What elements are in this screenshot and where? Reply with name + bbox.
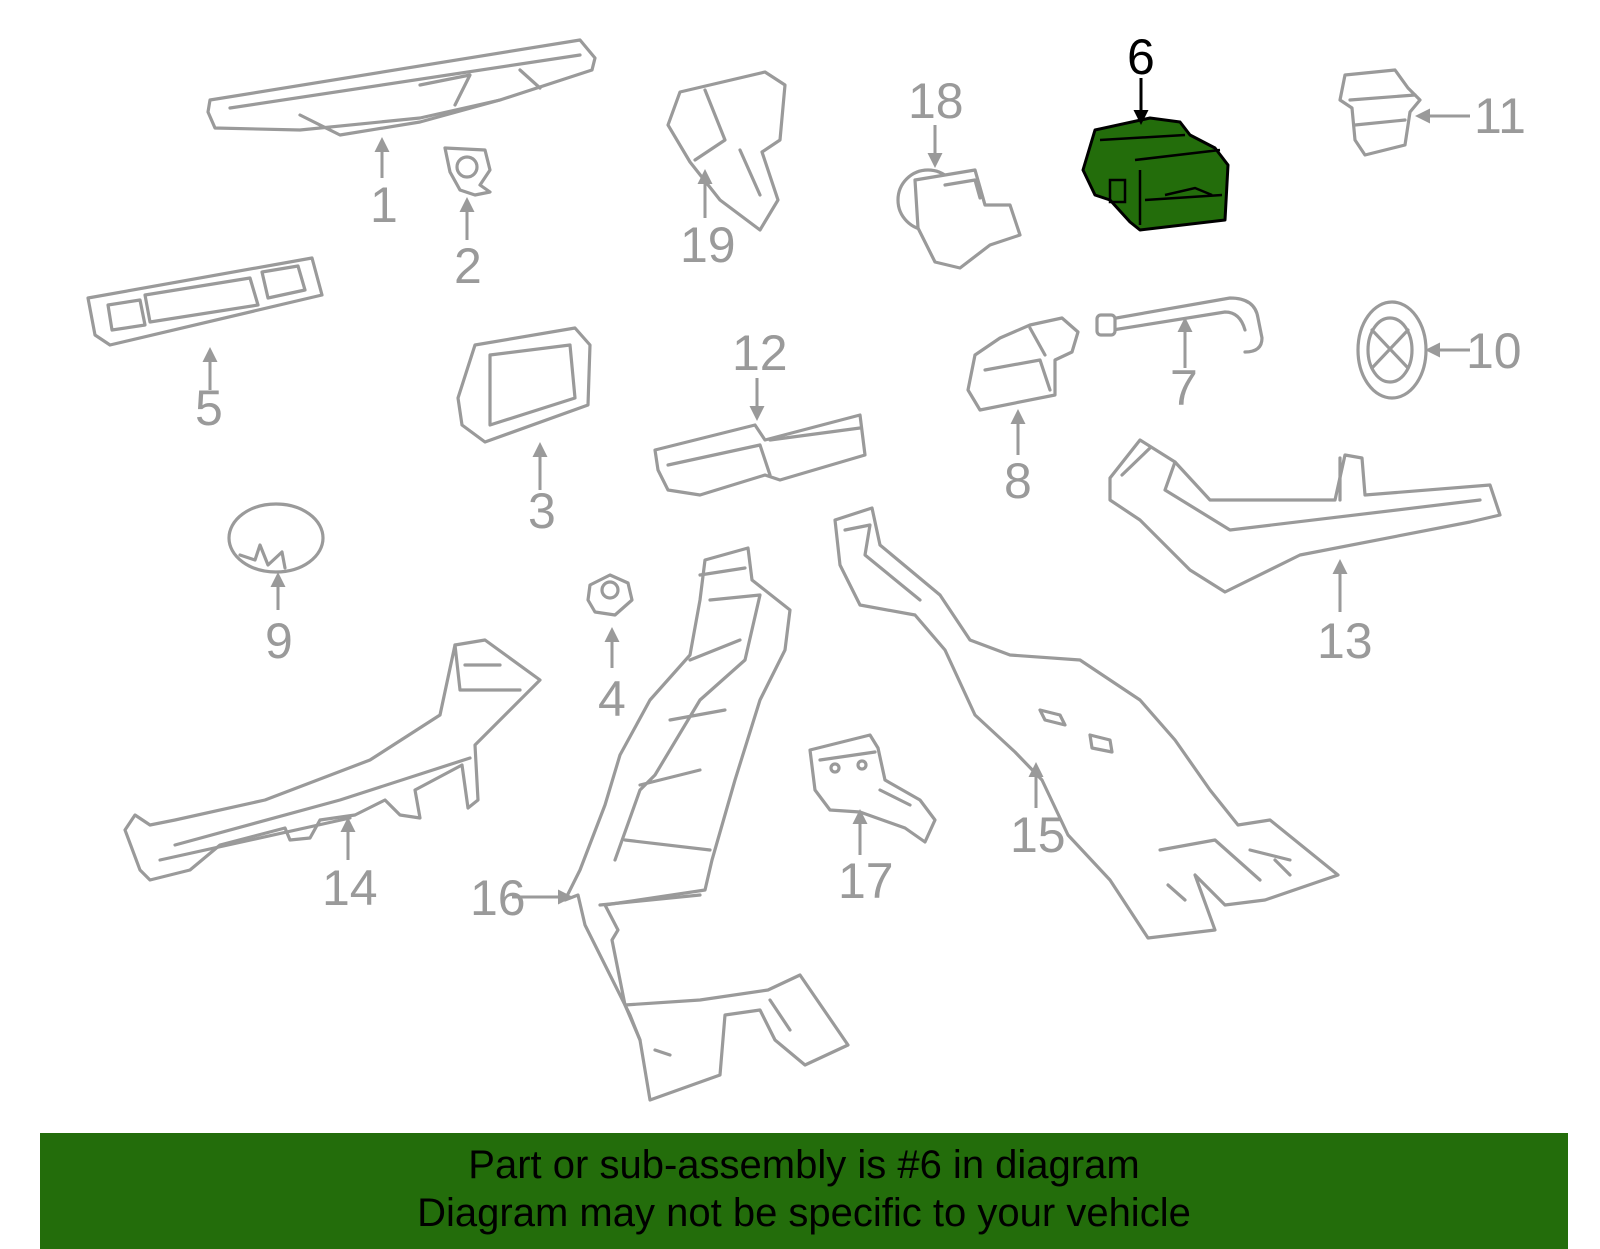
callout-8: 8 [1004,453,1032,509]
callout-16: 16 [470,870,526,926]
part-3[interactable]: 3 [456,326,592,539]
part-12[interactable]: 12 [653,325,867,497]
part-16[interactable]: 16 [470,546,850,1102]
callout-2: 2 [454,238,482,294]
callout-5: 5 [195,380,223,436]
info-banner: Part or sub-assembly is #6 in diagram Di… [40,1133,1568,1249]
callout-9: 9 [265,613,293,669]
part-13[interactable]: 13 [1108,438,1502,669]
callout-19: 19 [680,217,736,273]
part-7[interactable]: 7 [1095,296,1264,416]
part-11[interactable]: 11 [1338,68,1526,157]
part-17[interactable]: 17 [808,733,937,909]
part-8[interactable]: 8 [966,316,1080,509]
part-2[interactable]: 2 [443,146,492,294]
callout-10: 10 [1466,323,1522,379]
part-15[interactable]: 15 [833,506,1340,940]
callout-7: 7 [1170,360,1198,416]
parts-diagram: 1 2 5 3 9 4 19 [86,29,1526,1102]
callout-11: 11 [1474,88,1526,144]
part-14[interactable]: 14 [123,638,542,916]
part-10[interactable]: 10 [1356,300,1522,400]
callout-6: 6 [1127,29,1155,85]
callout-18: 18 [908,73,964,129]
callout-4: 4 [598,671,626,727]
callout-13: 13 [1317,613,1373,669]
banner-line-2: Diagram may not be specific to your vehi… [417,1191,1191,1235]
part-18[interactable]: 18 [896,73,1022,270]
callout-12: 12 [732,325,788,381]
callout-15: 15 [1010,807,1066,863]
callout-17: 17 [838,853,894,909]
part-9[interactable]: 9 [227,502,325,669]
banner-line-1: Part or sub-assembly is #6 in diagram [468,1143,1140,1187]
part-6-highlighted[interactable]: 6 [1081,29,1230,232]
part-4[interactable]: 4 [586,573,634,727]
part-19[interactable]: 19 [666,70,787,273]
part-5[interactable]: 5 [86,256,324,436]
part-1[interactable]: 1 [206,38,597,233]
callout-1: 1 [370,177,398,233]
callout-3: 3 [528,483,556,539]
callout-14: 14 [322,860,378,916]
